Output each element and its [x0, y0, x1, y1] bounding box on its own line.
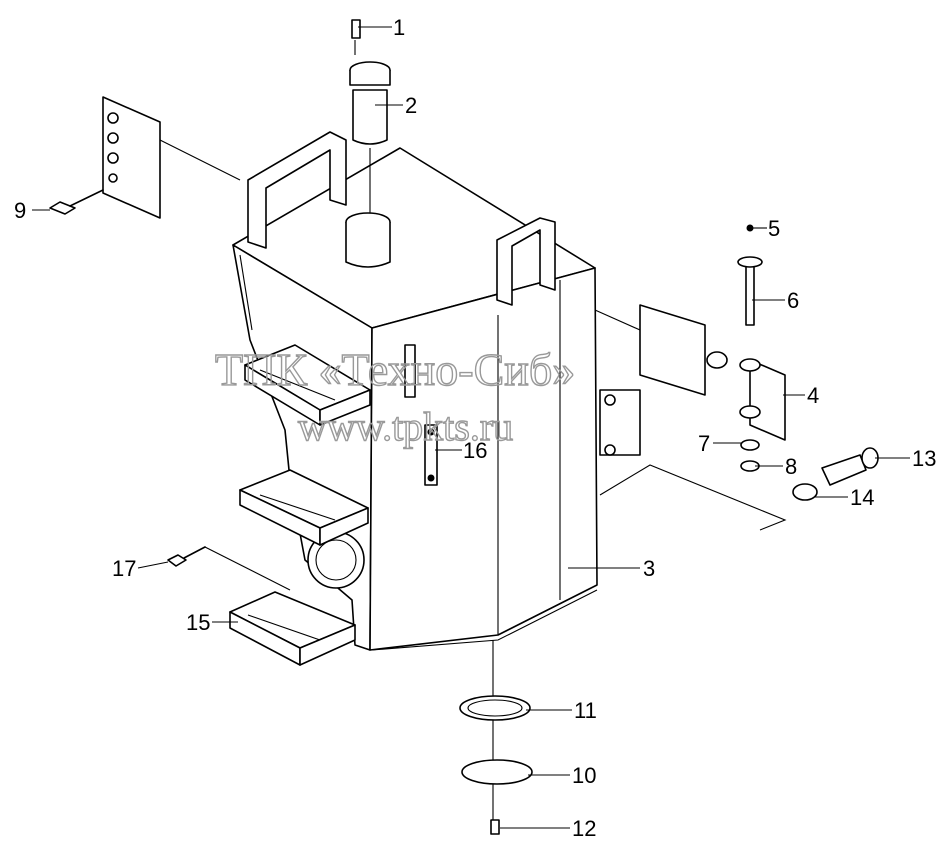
callout-7: 7 [698, 431, 710, 456]
callout-16: 16 [463, 438, 487, 463]
callout-14: 14 [850, 485, 874, 510]
callout-numbers: 1 2 3 4 5 6 7 8 9 10 11 12 13 14 15 16 1… [14, 15, 936, 841]
bottom-covers [459, 640, 533, 835]
callout-17: 17 [112, 556, 136, 581]
callout-9: 9 [14, 198, 26, 223]
callout-3: 3 [643, 556, 655, 581]
callout-5: 5 [768, 216, 780, 241]
filler-assembly [345, 19, 391, 268]
watermark-url: www.tpkts.ru [298, 404, 513, 449]
callout-1: 1 [393, 15, 405, 40]
callout-12: 12 [572, 816, 596, 841]
door-hinge-right [594, 224, 787, 531]
callout-15: 15 [186, 610, 210, 635]
callout-13: 13 [912, 446, 936, 471]
hinge-plate-left [49, 96, 241, 219]
callout-leaders [32, 26, 910, 829]
callout-4: 4 [807, 383, 819, 408]
pin-assembly [792, 447, 879, 501]
callout-11: 11 [574, 698, 597, 723]
callout-6: 6 [787, 288, 799, 313]
watermark-company: ТПК «Техно-Сиб» [215, 344, 575, 395]
watermark: ТПК «Техно-Сиб» www.tpkts.ru [214, 343, 576, 449]
callout-10: 10 [572, 763, 596, 788]
callout-2: 2 [405, 93, 417, 118]
top-handles [247, 131, 556, 306]
steps [229, 344, 371, 666]
callout-8: 8 [785, 454, 797, 479]
bolt-17 [167, 546, 291, 591]
